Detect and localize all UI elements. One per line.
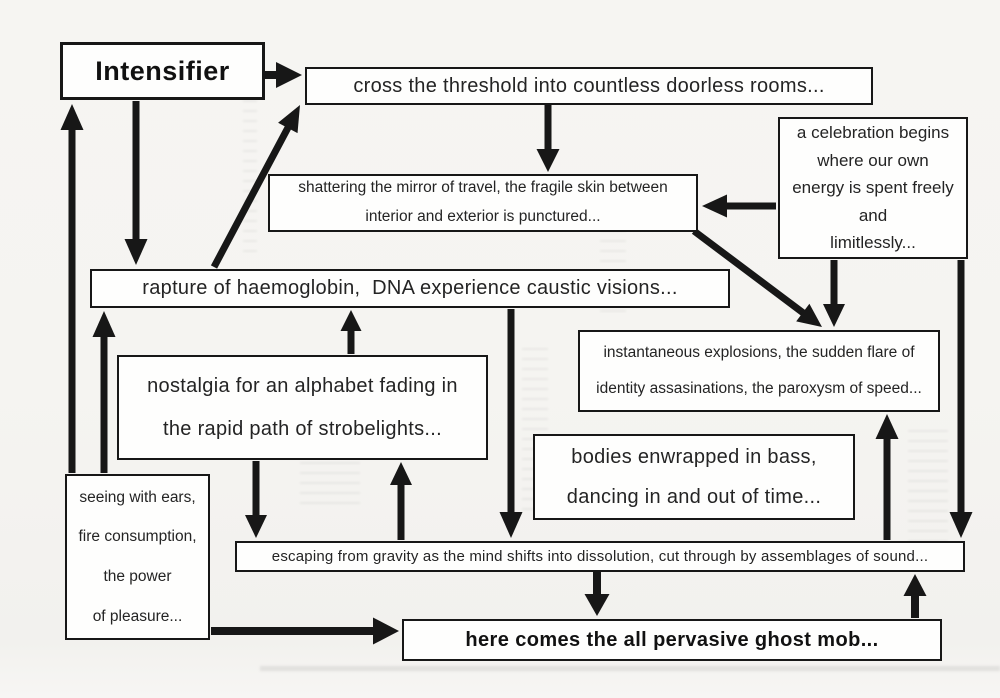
bleed-through-artifact [908,430,948,555]
arrow-intensifier-to-threshold [265,62,302,88]
node-instantaneous-explosions-label: instantaneous explosions, the sudden fla… [596,343,922,397]
arrow-celebration-to-shattering [702,194,776,218]
arrow-escaping-to-nostalgia [390,462,412,540]
arrow-nostalgia-to-rapture [340,310,362,354]
node-seeing-with-ears: seeing with ears, fire consumption, the … [65,474,210,640]
node-seeing-with-ears-label: seeing with ears, fire consumption, the … [78,488,197,625]
arrow-intensifier-to-rapture [124,101,148,265]
node-escaping-gravity-label: escaping from gravity as the mind shifts… [271,548,929,565]
arrow-celebration-to-instantaneous [823,260,845,327]
node-bodies-bass-label: bodies enwrapped in bass, dancing in and… [566,446,822,508]
arrow-nostalgia-to-escaping [245,461,267,538]
arrow-threshold-to-shattering [536,105,560,172]
arrow-seeing-to-intensifier [60,104,84,473]
bleed-through-artifact [243,100,257,260]
arrow-seeing-to-rapture [92,311,116,473]
node-shattering-mirror-label: shattering the mirror of travel, the fra… [298,179,668,225]
node-intensifier-label: Intensifier [95,55,230,86]
node-ghost-mob-label: here comes the all pervasive ghost mob..… [465,628,879,651]
page-edge-shadow [260,666,1000,671]
node-rapture-haemoglobin-label: rapture of haemoglobin, DNA experience c… [142,277,678,299]
node-instantaneous-explosions: instantaneous explosions, the sudden fla… [578,330,940,412]
node-rapture-haemoglobin: rapture of haemoglobin, DNA experience c… [90,269,730,308]
arrow-shattering-to-instantaneous [691,228,822,327]
node-cross-threshold: cross the threshold into countless doorl… [305,67,873,105]
arrow-seeing-to-ghostmob [211,617,399,645]
node-shattering-mirror: shattering the mirror of travel, the fra… [268,174,698,232]
arrow-rapture-to-escaping [499,309,523,538]
node-ghost-mob: here comes the all pervasive ghost mob..… [402,619,942,661]
node-celebration: a celebration begins where our own energ… [778,117,968,259]
arrow-rapture-to-threshold [210,105,300,269]
arrow-ghostmob-to-escaping [903,574,927,618]
node-nostalgia-alphabet-label: nostalgia for an alphabet fading in the … [147,374,458,440]
arrow-escaping-to-instantaneous [875,414,899,540]
node-celebration-label: a celebration begins where our own energ… [792,123,954,253]
node-escaping-gravity: escaping from gravity as the mind shifts… [235,541,965,572]
node-nostalgia-alphabet: nostalgia for an alphabet fading in the … [117,355,488,460]
node-cross-threshold-label: cross the threshold into countless doorl… [353,74,825,97]
arrow-celebration-to-escaping [949,260,973,538]
arrow-escaping-to-ghostmob [584,572,610,616]
bleed-through-artifact [300,452,360,512]
node-intensifier: Intensifier [60,42,265,100]
node-bodies-bass: bodies enwrapped in bass, dancing in and… [533,434,855,520]
